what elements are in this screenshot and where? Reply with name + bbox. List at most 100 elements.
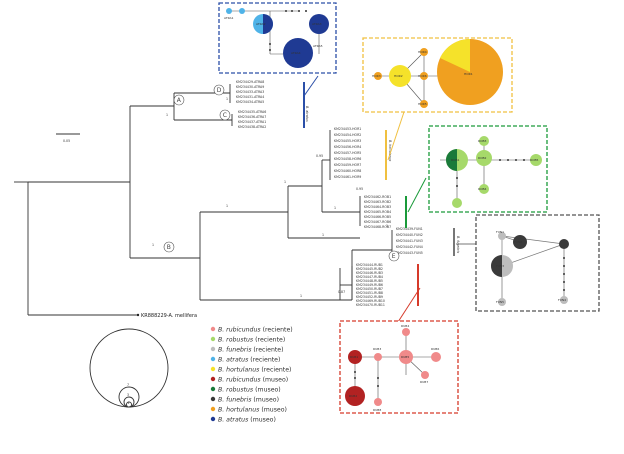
haplotype-node bbox=[431, 352, 441, 362]
haplotype-label: FUN2 bbox=[514, 240, 522, 244]
svg-text:B. atratus (museo): B. atratus (museo) bbox=[218, 416, 276, 424]
size-key-label: 7 bbox=[127, 383, 129, 387]
haplotype-label: ATRA3 bbox=[312, 22, 322, 26]
haplotype-label: ROB5 bbox=[530, 158, 539, 162]
tip-label: KM234452-RUB9 bbox=[356, 295, 383, 299]
network-funebris: FUN1 FUN2 FUN3 FUN4 FUN5 bbox=[475, 214, 600, 312]
haplotype-label: ROB1 bbox=[451, 158, 460, 162]
haplotype-label: ROB2 bbox=[478, 156, 487, 160]
node-label: A bbox=[177, 97, 182, 104]
tip-label: KM234458-HOR6 bbox=[334, 157, 361, 161]
network-atratus: ATRA1 ATRA2 ATRA3 ATRA4 ATRA5 bbox=[218, 2, 337, 74]
scale-bar-label: 0.05 bbox=[63, 139, 70, 143]
haplotype-node bbox=[402, 328, 410, 336]
haplotype-label: HOR4 bbox=[418, 50, 427, 54]
haplotype-node bbox=[420, 48, 428, 56]
svg-text:B. atratus (reciente): B. atratus (reciente) bbox=[218, 356, 280, 364]
haplotype-node bbox=[374, 398, 382, 406]
legend-item: B. atratus (museo) bbox=[210, 416, 276, 424]
haplotype-node bbox=[420, 72, 428, 80]
tip-label: KM234465-ROB4 bbox=[364, 210, 391, 214]
circle-size-key: 7 3 1 bbox=[89, 328, 169, 408]
haplotype-node bbox=[226, 8, 232, 14]
support-values: 1 1 0.95 1 1 0.95 1 1 1 1 0.87 1 1 bbox=[152, 97, 388, 298]
haplotype-label: ATRA4 bbox=[291, 51, 301, 55]
support-value: 1 bbox=[300, 294, 302, 298]
tip-label: KM234446-RUB3 bbox=[356, 271, 383, 275]
svg-text:B. funebris (reciente): B. funebris (reciente) bbox=[218, 347, 284, 354]
tip-label: KM234433-ATRA3 bbox=[236, 90, 264, 94]
tip-label: KM234451-RUB8 bbox=[356, 291, 383, 295]
support-value: 1 bbox=[386, 224, 388, 228]
haplotype-node bbox=[374, 72, 382, 80]
svg-text:B. rubicundus (reciente): B. rubicundus (reciente) bbox=[218, 327, 293, 334]
node-label: E bbox=[392, 253, 396, 260]
haplotype-node bbox=[513, 235, 527, 249]
legend-item: B. robustus (reciente) bbox=[210, 336, 285, 344]
tip-label: KM234456-HOR4 bbox=[334, 145, 361, 149]
haplotype-label: RUB5 bbox=[401, 355, 409, 359]
size-key-label: 1 bbox=[128, 401, 130, 405]
haplotype-node bbox=[476, 150, 492, 166]
tip-label: KM234431-ATRA4 bbox=[236, 95, 264, 99]
legend-item: B. rubicundus (museo) bbox=[210, 377, 288, 384]
haplotype-node bbox=[421, 371, 429, 379]
legend-item: B. rubicundus (reciente) bbox=[210, 327, 293, 334]
haplotype-label: ATRA1 bbox=[224, 16, 234, 20]
haplotype-label: HOR3 bbox=[372, 74, 381, 78]
network-robustus: ROB1 ROB2 ROB3 ROB4 ROB5 bbox=[428, 125, 548, 213]
legend-item: B. atratus (reciente) bbox=[210, 356, 280, 364]
tip-labels-funebris: KM234439-FUN1 KM234440-FUN2 KM234441-FUN… bbox=[396, 227, 423, 255]
tip-label: KM234468-ROB7 bbox=[364, 225, 391, 229]
tip-label: KM234455-HOR3 bbox=[334, 139, 361, 143]
tip-label: KM234453-HOR1 bbox=[334, 127, 361, 131]
legend-item: B. hortulanus (museo) bbox=[210, 406, 287, 414]
haplotype-node bbox=[530, 154, 542, 166]
svg-text:B. rubicundus (museo): B. rubicundus (museo) bbox=[218, 377, 288, 384]
tip-label: KM234442-FUN4 bbox=[396, 245, 423, 249]
network-connectors bbox=[303, 75, 476, 323]
tip-label: KM234463-ROB2 bbox=[364, 200, 391, 204]
tip-labels-robustus: KM234462-ROB1 KM234463-ROB2 KM234464-ROB… bbox=[364, 195, 391, 229]
phylogenetic-tree bbox=[14, 84, 393, 316]
legend-item: B. funebris (reciente) bbox=[210, 347, 284, 354]
tip-label: KM234450-RUB7 bbox=[356, 287, 383, 291]
clade-label: B. funebris bbox=[456, 236, 460, 254]
haplotype-node bbox=[283, 38, 313, 68]
tip-labels-hortulanus: KM234453-HOR1 KM234454-HOR2 KM234455-HOR… bbox=[334, 127, 361, 179]
svg-text:B. hortulanus (museo): B. hortulanus (museo) bbox=[218, 406, 287, 414]
haplotype-label: HOR1 bbox=[464, 72, 473, 76]
tip-labels-rubicundus: KM234444-RUB1 KM234445-RUB2 KM234446-RUB… bbox=[356, 263, 385, 307]
tip-label: KM234444-RUB1 bbox=[356, 263, 383, 267]
tip-label: KM234445-RUB2 bbox=[356, 267, 383, 271]
node-label: B bbox=[167, 244, 171, 251]
support-value: 0.95 bbox=[356, 187, 363, 191]
haplotype-node bbox=[348, 350, 362, 364]
clade-bars: B. atratus B. hortulanus B. funebris bbox=[303, 82, 460, 306]
svg-text:B. robustus (museo): B. robustus (museo) bbox=[218, 386, 281, 394]
haplotype-node bbox=[345, 386, 365, 406]
haplotype-node bbox=[374, 353, 382, 361]
haplotype-label: RUB3 bbox=[373, 347, 381, 351]
size-key-label: 3 bbox=[127, 393, 129, 397]
tip-label: KM234469-RUB10 bbox=[356, 299, 385, 303]
haplotype-label: ROB3 bbox=[478, 139, 487, 143]
tip-label: KM234441-FUN3 bbox=[396, 239, 423, 243]
svg-text:B. robustus (reciente): B. robustus (reciente) bbox=[218, 336, 285, 344]
tip-label: KM234460-HOR8 bbox=[334, 169, 361, 173]
haplotype-node bbox=[559, 239, 569, 249]
haplotype-label: HOR2 bbox=[394, 74, 403, 78]
haplotype-node bbox=[452, 198, 462, 208]
tip-label: KM234470-RUB11 bbox=[356, 303, 385, 307]
support-value: 1 bbox=[166, 113, 168, 117]
haplotype-label: FUN1 bbox=[496, 230, 504, 234]
tip-label: KM234429-ATRA8 bbox=[236, 80, 264, 84]
haplotype-label: RUB4 bbox=[401, 324, 409, 328]
tip-label: KM234443-FUN5 bbox=[396, 251, 423, 255]
tip-labels-atratus: KM234429-ATRA8 KM234430-ATRA9 KM234433-A… bbox=[236, 80, 266, 129]
haplotype-node bbox=[560, 296, 568, 304]
haplotype-node bbox=[479, 136, 489, 146]
haplotype-node bbox=[420, 100, 428, 108]
tip-label: KM234449-RUB6 bbox=[356, 283, 383, 287]
haplotype-node bbox=[479, 184, 489, 194]
